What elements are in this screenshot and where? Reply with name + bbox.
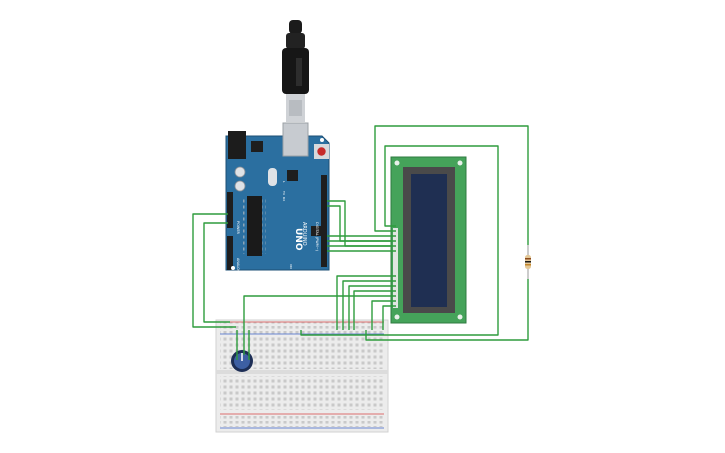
on-label: ON	[289, 264, 293, 269]
resistor-icon[interactable]	[525, 245, 531, 279]
wire[interactable]	[382, 305, 396, 330]
capacitor	[234, 166, 246, 178]
arduino-model-label: UNO	[293, 228, 303, 251]
digital-header[interactable]	[321, 175, 327, 267]
wire[interactable]	[300, 145, 499, 336]
icsp-header	[311, 226, 321, 236]
usb-cable-icon[interactable]	[282, 20, 309, 122]
arduino-uno-board[interactable]: ARDUINO UNO DIGITAL (PWM~) POWER ANALOG …	[225, 122, 330, 278]
lcd-screen	[411, 174, 447, 307]
wire[interactable]	[336, 275, 396, 330]
l-label: L	[282, 181, 286, 183]
rx-label: RX	[282, 197, 286, 201]
crystal	[268, 168, 277, 186]
usb-port	[282, 122, 309, 157]
lcd-16x2-module[interactable]	[390, 156, 467, 324]
arduino-brand-label: ARDUINO	[301, 222, 307, 246]
power-jack	[228, 131, 246, 159]
wire[interactable]	[203, 222, 230, 323]
digital-header-label: DIGITAL (PWM~)	[315, 222, 319, 252]
mounting-hole	[231, 266, 235, 270]
voltage-regulator	[251, 141, 263, 152]
wire[interactable]	[365, 279, 529, 341]
wire[interactable]	[371, 300, 396, 330]
power-analog-header[interactable]	[227, 192, 233, 270]
usb-chip	[287, 170, 298, 181]
wire[interactable]	[243, 295, 396, 355]
capacitor	[234, 180, 246, 192]
reset-button[interactable]	[314, 144, 329, 159]
tx-label: TX	[282, 190, 286, 195]
wire[interactable]	[192, 213, 236, 328]
breadboard-bottom-rail[interactable]	[220, 414, 384, 427]
wire[interactable]	[348, 285, 396, 330]
wire[interactable]	[374, 125, 529, 245]
wire[interactable]	[353, 290, 396, 330]
wires[interactable]	[192, 125, 529, 360]
power-header-label: POWER	[236, 221, 240, 235]
analog-header-label: ANALOG IN	[236, 258, 240, 278]
breadboard-bottom-terminals[interactable]	[220, 376, 384, 410]
breadboard[interactable]	[215, 319, 389, 433]
wire[interactable]	[342, 280, 396, 330]
mounting-hole	[320, 138, 324, 142]
lcd-pin-row[interactable]	[393, 228, 398, 308]
atmega-chip	[243, 196, 266, 256]
